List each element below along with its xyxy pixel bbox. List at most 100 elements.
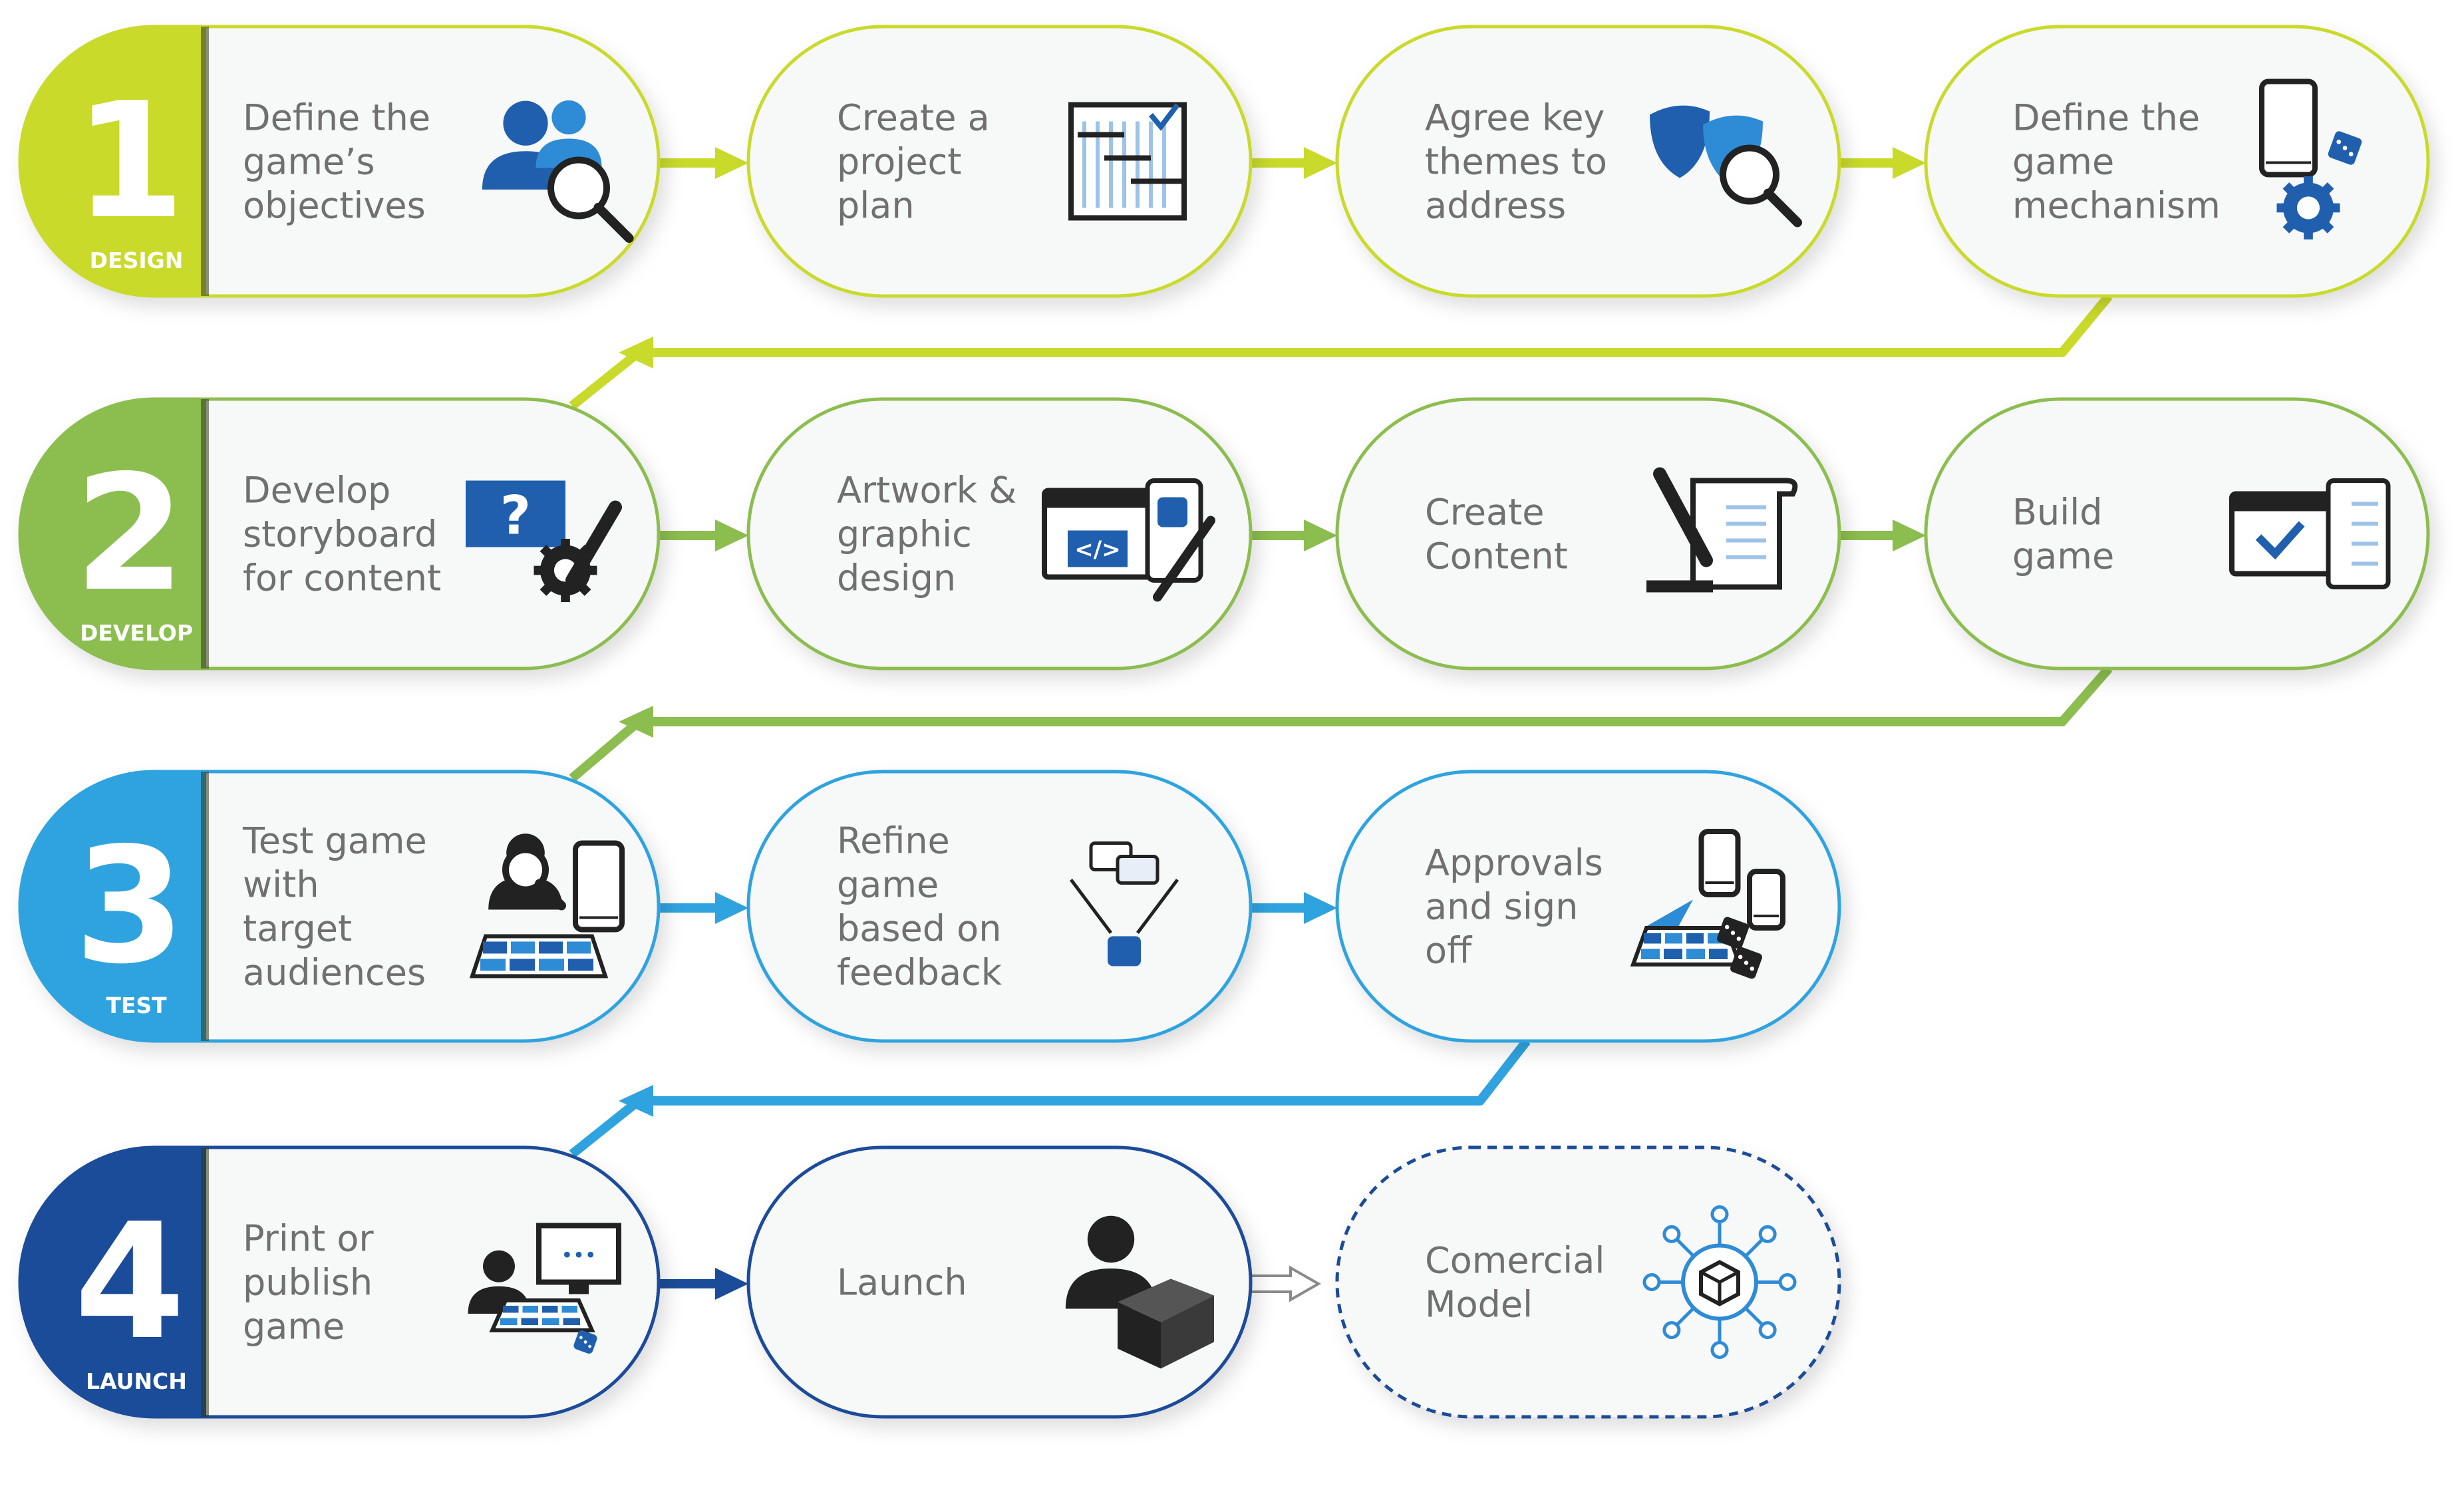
die-pip: [1750, 966, 1754, 971]
board-tile: [1686, 933, 1704, 944]
step-label-line: objectives: [243, 185, 426, 227]
game-board: [489, 1298, 595, 1332]
arrow-row2-step1: [659, 520, 748, 551]
return-arrow-row2: [569, 665, 2113, 782]
stage-badge-divider: [201, 1147, 209, 1417]
user-search-icon: [482, 100, 634, 243]
arrow-row3-step1: [659, 892, 748, 924]
arrow-head: [1304, 147, 1337, 179]
network-node: [1662, 1321, 1681, 1340]
die-pip: [2336, 139, 2342, 144]
board-tile: [510, 959, 535, 971]
step-label-line: target: [243, 908, 352, 950]
step-label-line: publish: [243, 1262, 373, 1304]
board-tile: [503, 1306, 519, 1313]
board-tile: [539, 959, 564, 971]
result-bubble: [1108, 936, 1141, 966]
arrow-row2-step2: [1251, 520, 1337, 551]
question-board: [466, 480, 565, 547]
arrow-head: [619, 706, 653, 738]
mask-sad: [1650, 105, 1710, 178]
board-tile: [483, 941, 507, 954]
phone-dice-gear-icon: [2259, 78, 2362, 239]
step-label-line: audiences: [243, 952, 426, 994]
box-right: [1161, 1295, 1214, 1369]
box-top: [1118, 1278, 1214, 1322]
step-card-shape: [746, 770, 1253, 1043]
person-head: [1087, 1215, 1135, 1263]
stage-badge-divider: [201, 399, 209, 669]
person-head: [551, 100, 586, 135]
question-gear-pencil-icon: ?: [466, 480, 622, 602]
code-block: [1068, 530, 1128, 567]
step-label-line: game: [243, 1306, 345, 1348]
die-pip: [579, 1336, 583, 1340]
board-tile: [1664, 949, 1682, 959]
network-link: [1674, 1236, 1695, 1258]
stage-phase-label: DEVELOP: [80, 620, 193, 646]
step-label-line: graphic: [837, 514, 972, 555]
monitor: [536, 1223, 621, 1285]
scroll: [1690, 478, 1798, 590]
network-box-icon: [1642, 1205, 1797, 1359]
stage-phase-label: TEST: [106, 992, 167, 1018]
arrow-row3-step2: [1251, 892, 1337, 924]
theatre-masks-search-icon: [1650, 105, 1802, 227]
die-pip: [588, 1344, 591, 1348]
die-pip: [2348, 152, 2354, 157]
board-tile: [480, 959, 506, 971]
magnifier-lens: [547, 156, 610, 220]
step-label-line: Artwork &: [837, 470, 1016, 512]
brush: [1153, 516, 1215, 602]
die-pip: [1736, 937, 1741, 941]
arrow-head: [715, 147, 748, 179]
arrow-row1-step2: [1251, 147, 1337, 179]
magnifier-handle: [593, 202, 634, 243]
person-head: [503, 100, 548, 146]
step-label-line: Define the: [2012, 97, 2200, 139]
step-card-shape: [746, 25, 1253, 298]
arrow-head: [619, 1085, 653, 1117]
step-label: Launch: [837, 1262, 967, 1304]
return-line: [569, 1038, 1531, 1158]
die-pip: [2342, 146, 2348, 150]
die-pip: [1744, 961, 1749, 965]
step-label-line: Create a: [837, 97, 990, 139]
die-pip: [1725, 925, 1730, 929]
tablet-tile: [1157, 497, 1187, 527]
step-label-line: Content: [1425, 535, 1568, 577]
return-line: [569, 293, 2113, 410]
network-node: [1758, 1225, 1777, 1243]
gear-hole: [2296, 196, 2320, 220]
step-label-line: plan: [837, 185, 915, 227]
step-label-line: Agree key: [1425, 97, 1605, 139]
arrow-head: [1893, 520, 1926, 551]
network-link: [1744, 1236, 1766, 1258]
stage-number: 3: [75, 813, 186, 999]
step-label-line: game’s: [243, 141, 375, 183]
die-pip: [1730, 931, 1736, 935]
network-node: [1662, 1225, 1681, 1243]
step-label-line: game: [2012, 535, 2114, 577]
scroll-pen-icon: [1646, 467, 1798, 593]
window-titlebar: [1044, 490, 1151, 508]
pencil: [565, 500, 622, 587]
step-label-line: for content: [243, 557, 441, 599]
step-label-line: project: [837, 141, 961, 183]
board-tile: [561, 1306, 577, 1313]
step-label-line: themes to: [1425, 141, 1607, 183]
board-tile: [539, 941, 563, 954]
step-label-line: Develop: [243, 470, 390, 512]
stage-phase-label: LAUNCH: [86, 1368, 187, 1394]
stage-number: 2: [75, 440, 186, 627]
board-tile: [1709, 949, 1728, 959]
